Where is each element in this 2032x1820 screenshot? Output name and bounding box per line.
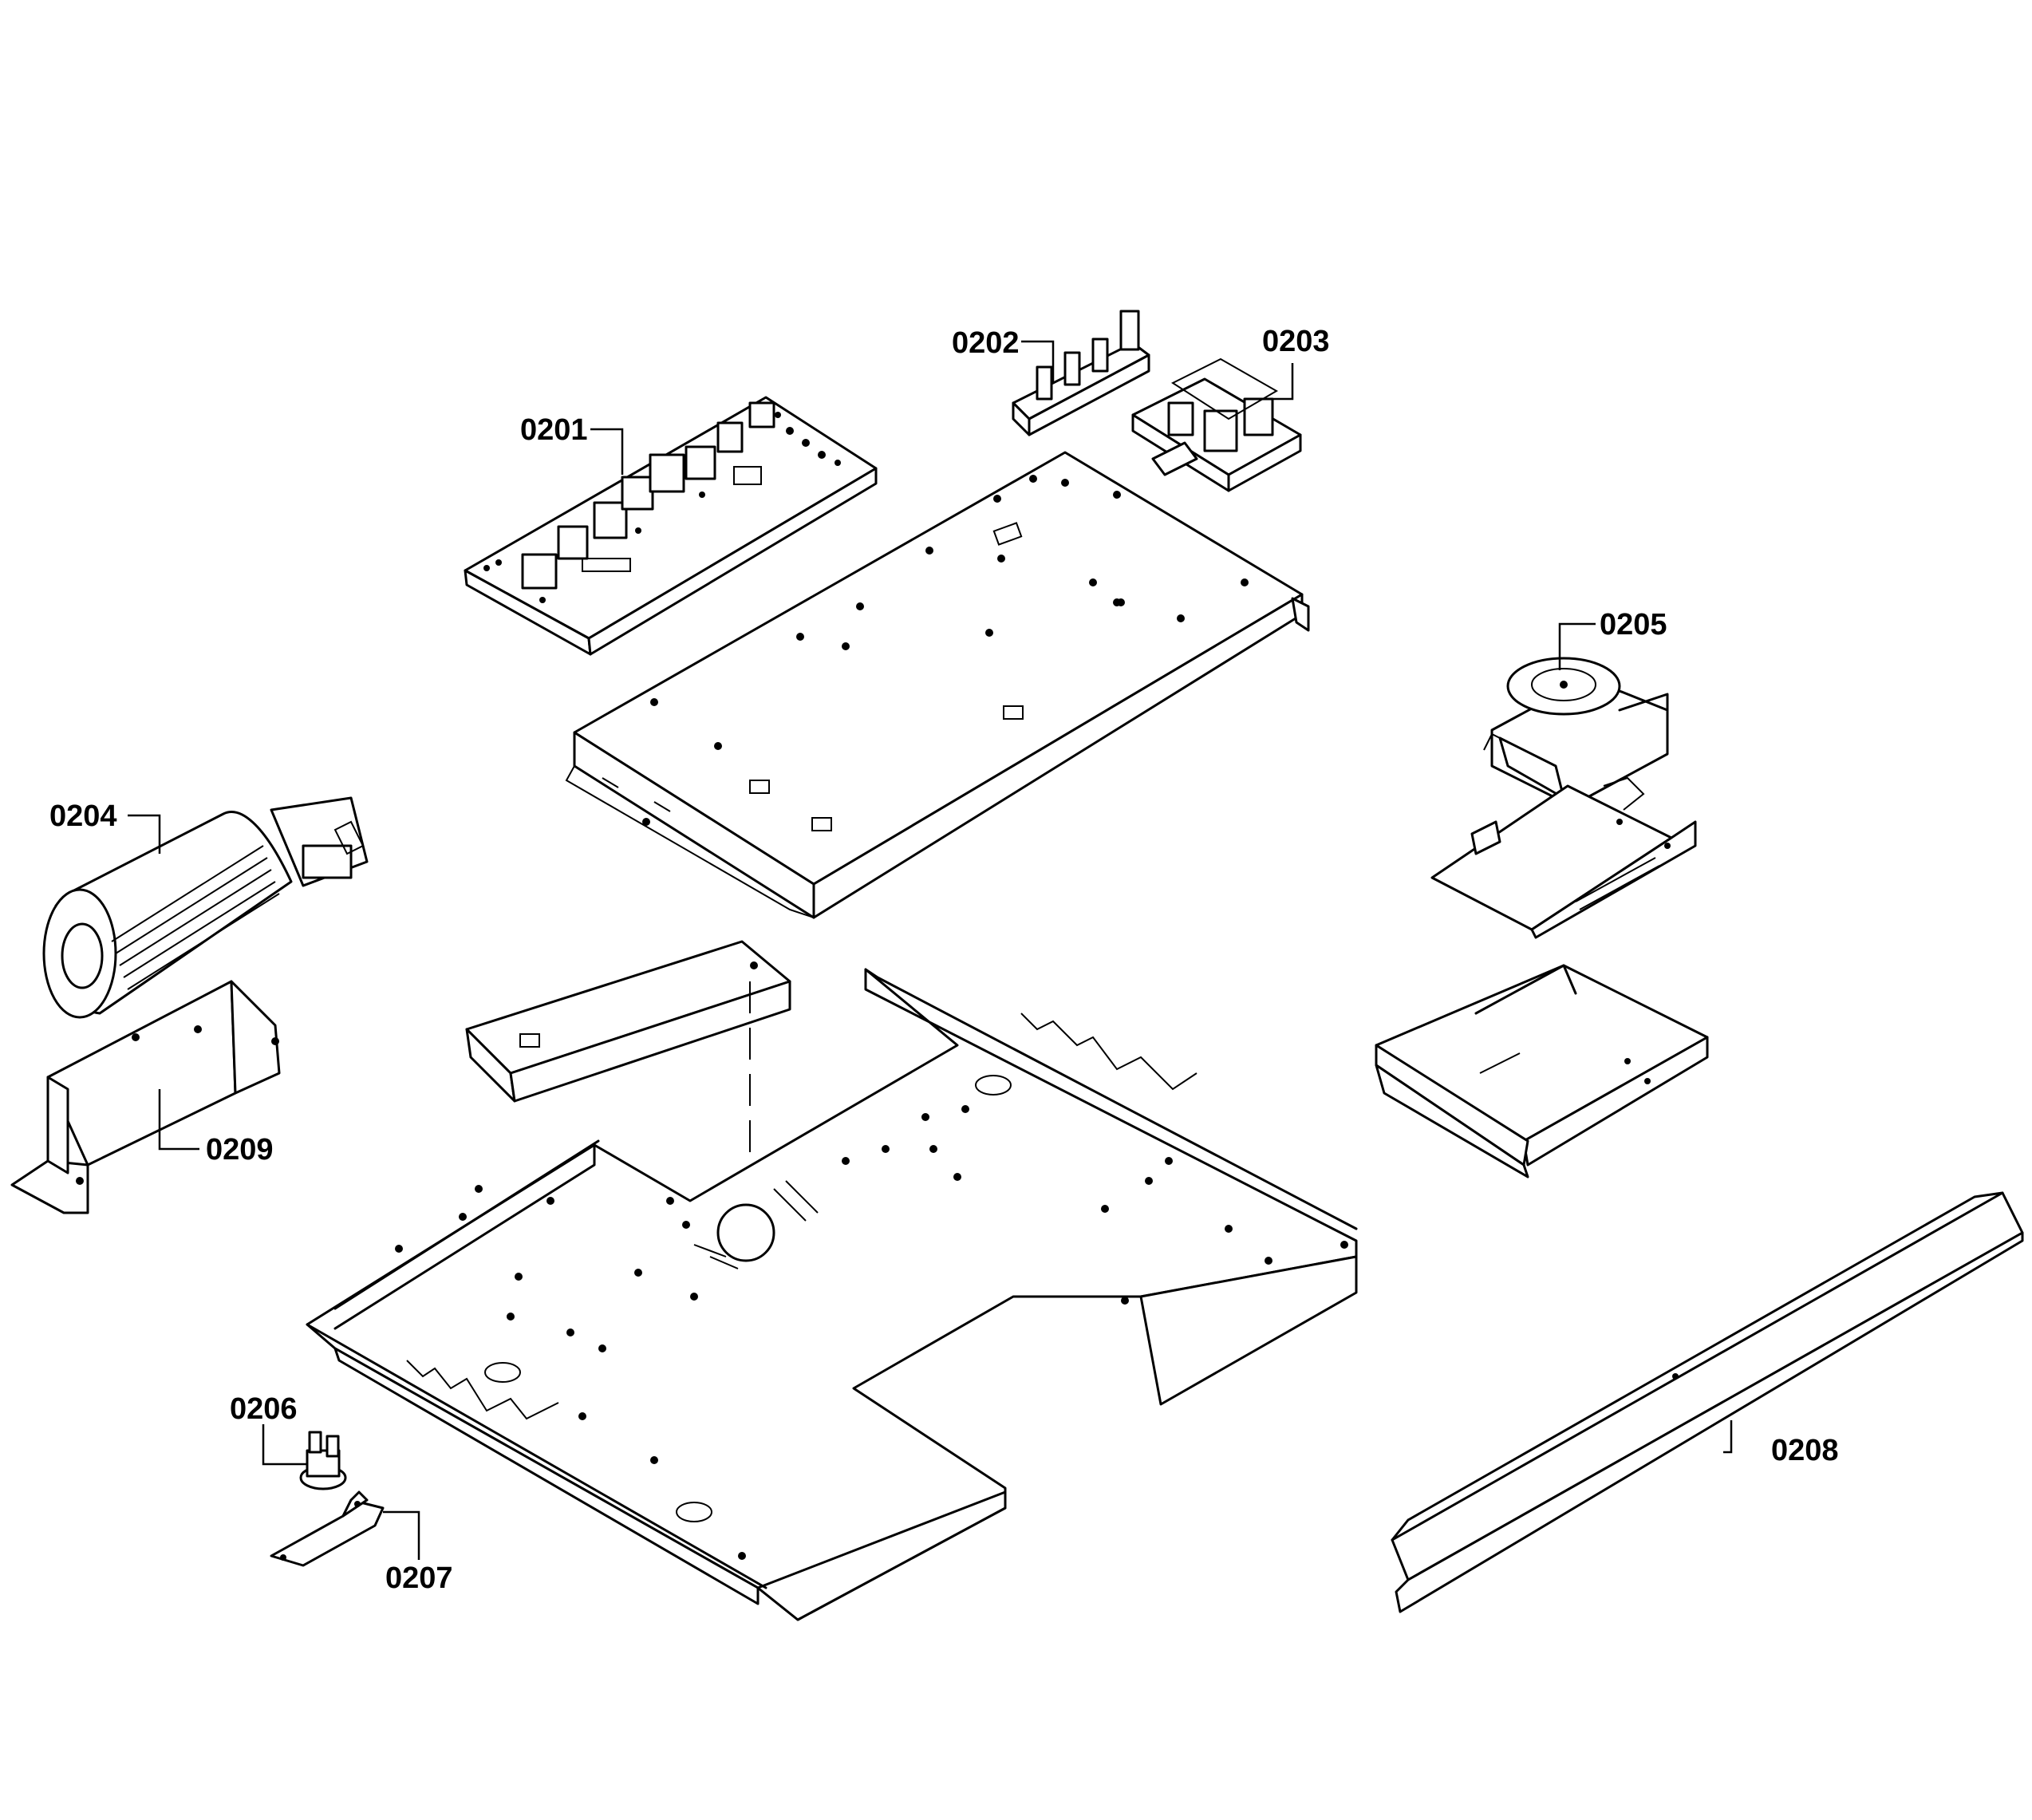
main-base-pan xyxy=(306,968,1358,1621)
part-0209-fan-bracket xyxy=(10,980,281,1214)
label-0207: 0207 xyxy=(385,1561,453,1595)
leader-lines xyxy=(128,340,1733,1560)
label-0202: 0202 xyxy=(952,326,1020,360)
part-0203-bracket xyxy=(1131,357,1302,492)
label-0205: 0205 xyxy=(1600,608,1667,642)
part-0204-blower-fan xyxy=(42,796,369,1019)
label-0208: 0208 xyxy=(1771,1434,1839,1467)
upper-cover-panel xyxy=(565,451,1310,919)
part-0205-motor xyxy=(1483,657,1669,811)
motor-mount-plate xyxy=(1430,784,1697,939)
part-0208-rail xyxy=(1391,1191,2024,1613)
part-0202-connector xyxy=(1012,310,1150,436)
label-0204: 0204 xyxy=(49,799,117,833)
duct-panel xyxy=(465,940,791,1229)
label-0201: 0201 xyxy=(520,413,588,447)
label-0209: 0209 xyxy=(206,1133,274,1167)
part-0207-bracket xyxy=(270,1490,385,1567)
label-0206: 0206 xyxy=(230,1392,298,1426)
tray-panel xyxy=(1375,964,1709,1178)
label-0203: 0203 xyxy=(1262,325,1330,358)
part-0206-thermostat xyxy=(299,1431,347,1490)
part-0201-control-board xyxy=(464,396,878,656)
